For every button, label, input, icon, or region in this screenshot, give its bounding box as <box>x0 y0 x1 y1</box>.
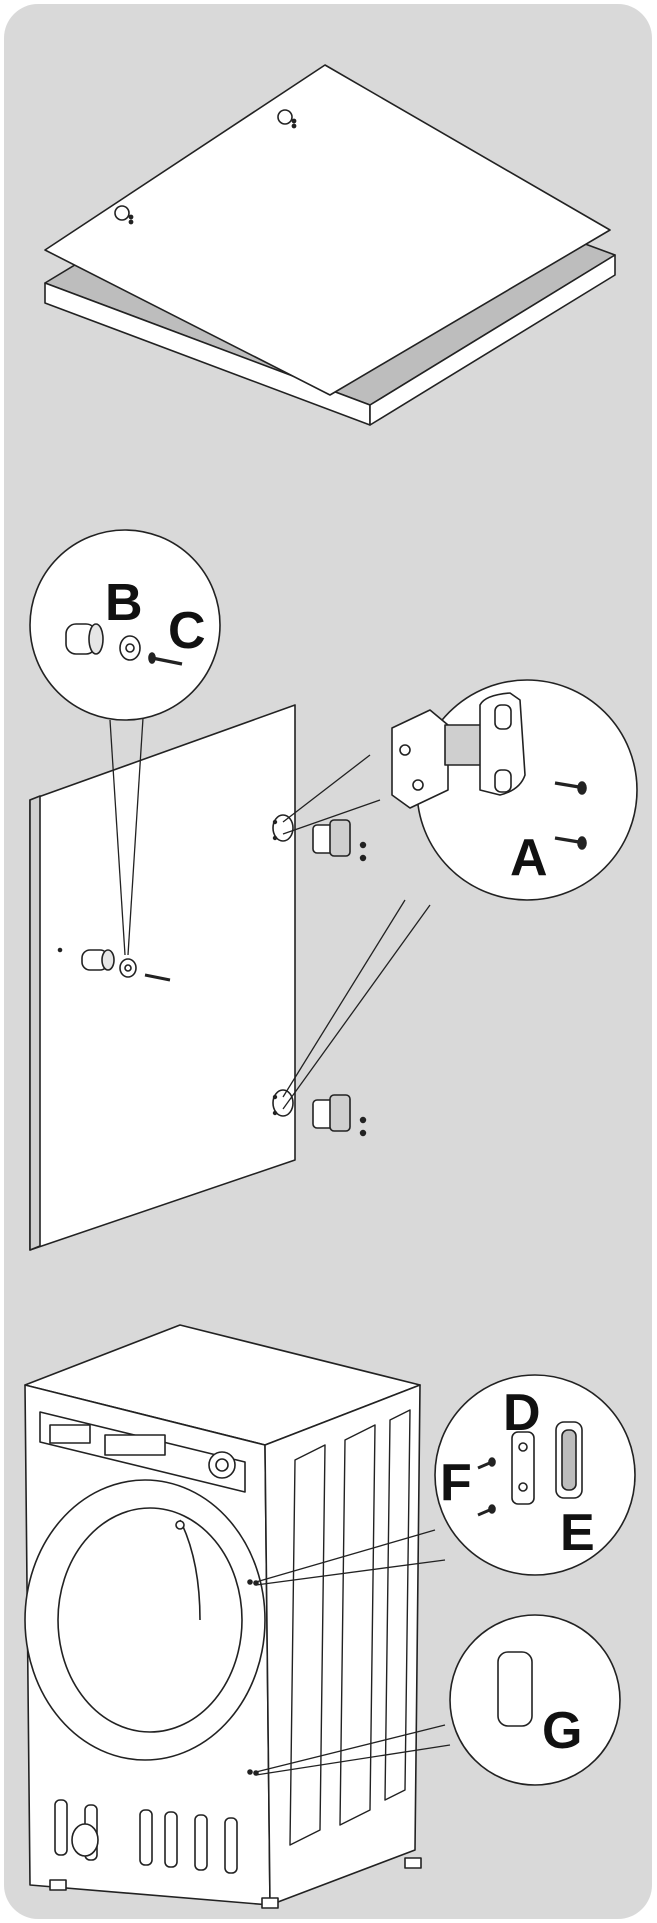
machine-section: D F E G <box>24 1324 636 1909</box>
template-mark-right <box>277 109 297 129</box>
door-bumper <box>81 949 171 982</box>
label-a: A <box>510 829 548 887</box>
washer-part-b <box>119 635 141 661</box>
door-section: B C A <box>29 529 638 1251</box>
leader-line-def-1 <box>255 1529 436 1583</box>
hinge-part-a <box>391 692 526 809</box>
label-d: D <box>503 1384 541 1442</box>
label-f: F <box>440 1454 472 1512</box>
label-g: G <box>542 1702 582 1760</box>
detail-circle-g: G <box>449 1614 621 1786</box>
leader-line-a-lower-1 <box>282 899 406 1098</box>
template-sheet <box>44 64 611 396</box>
cap-part-g <box>497 1651 533 1727</box>
leader-line-a-upper-1 <box>282 754 371 823</box>
machine-foot-front <box>261 1897 279 1909</box>
drain-pump-cap <box>71 1823 99 1857</box>
door-panel-pin <box>57 947 63 953</box>
leader-line-a-upper-2 <box>282 799 381 835</box>
leader-line-bc-right <box>127 717 144 956</box>
machine-foot-left <box>49 1879 67 1891</box>
detail-circle-def: D F E <box>434 1374 636 1576</box>
machine-plinth <box>49 1799 422 1909</box>
hinge-small-upper <box>312 819 367 862</box>
machine-control-panel <box>39 1411 246 1493</box>
bracket-part-d <box>511 1431 535 1505</box>
machine-side-panels <box>289 1409 411 1846</box>
worktop-board-side-edge <box>369 254 616 426</box>
hinge-hole-upper <box>272 814 294 842</box>
magnet-part-e <box>555 1421 583 1499</box>
leader-line-a-lower-2 <box>282 904 431 1110</box>
label-c: C <box>168 602 206 660</box>
hinge-small-lower <box>312 1094 367 1137</box>
screws-part-a <box>554 781 587 850</box>
machine-door <box>24 1479 266 1761</box>
template-mark-left <box>114 205 134 225</box>
screws-part-f <box>477 1457 496 1517</box>
display-panel <box>104 1434 166 1456</box>
detail-circle-a: A <box>391 679 638 901</box>
leader-line-g-2 <box>255 1744 451 1776</box>
worktop-section <box>44 64 616 426</box>
door-panel-edge <box>29 795 41 1251</box>
leader-line-g-1 <box>255 1724 446 1773</box>
label-e: E <box>560 1504 595 1562</box>
hinge-hole-lower <box>272 1089 294 1117</box>
screw-part-c <box>148 652 183 666</box>
detergent-drawer <box>49 1424 91 1444</box>
leader-line-def-2 <box>255 1559 446 1586</box>
detail-circle-bc: B C <box>29 529 221 721</box>
machine-foot-right <box>404 1857 422 1869</box>
leader-line-bc-left <box>109 719 126 956</box>
bumper-part-b <box>65 623 104 655</box>
machine-fixing-marks-lower <box>247 1769 259 1776</box>
label-b: B <box>105 574 143 632</box>
